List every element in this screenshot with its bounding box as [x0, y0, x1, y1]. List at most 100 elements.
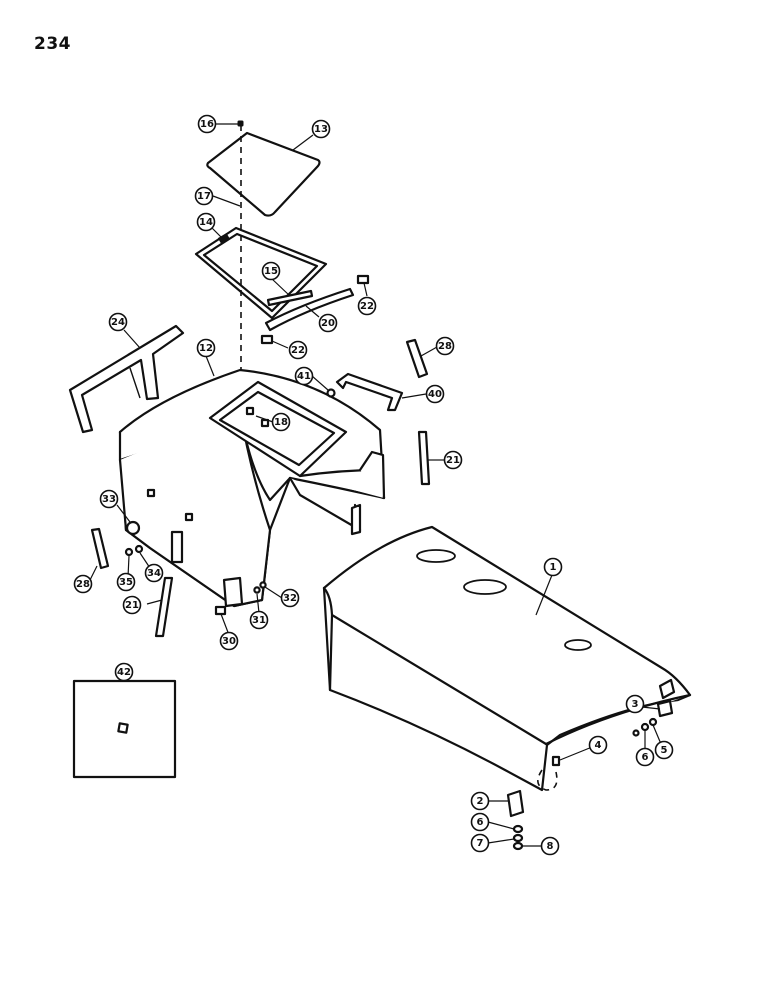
callout-4: 4 [588, 735, 608, 755]
callout-circle [543, 557, 563, 577]
washer-6-upper [640, 722, 650, 732]
hood-cover [322, 525, 692, 792]
callout-label: 28 [76, 579, 90, 590]
callout-30: 30 [219, 631, 239, 651]
callout-circle [311, 119, 331, 139]
cab-shell [118, 368, 386, 608]
callout-label: 5 [661, 745, 668, 756]
callout-label: 17 [197, 191, 211, 202]
callout-circle [144, 563, 164, 583]
callout-6: 6 [470, 812, 490, 832]
bolt-4 [551, 755, 561, 767]
callout-28: 28 [73, 574, 93, 594]
callout-label: 14 [199, 217, 213, 228]
callout-circle [108, 312, 128, 332]
pad-22-upper [356, 274, 370, 285]
trim-21-right [417, 430, 431, 486]
callout-3: 3 [625, 694, 645, 714]
nut-8 [512, 841, 524, 851]
callout-label: 12 [199, 343, 213, 354]
callout-circle [194, 186, 214, 206]
nut-32 [259, 581, 267, 589]
roof-panel [206, 131, 321, 217]
callout-label: 34 [147, 568, 161, 579]
callout-circle [425, 384, 445, 404]
callout-label: 35 [119, 577, 133, 588]
callout-circle [654, 740, 674, 760]
callout-21: 21 [122, 595, 142, 615]
bolt-41 [326, 388, 336, 398]
callout-circle [280, 588, 300, 608]
callout-40: 40 [425, 384, 445, 404]
callout-circle [219, 631, 239, 651]
callout-label: 41 [297, 371, 311, 382]
callout-label: 3 [632, 699, 639, 710]
callout-label: 21 [125, 600, 139, 611]
washer-31 [253, 586, 261, 594]
callout-label: 16 [200, 119, 214, 130]
bracket-3 [656, 699, 674, 718]
callout-label: 13 [314, 124, 328, 135]
lockwasher-7 [512, 833, 524, 843]
callout-label: 28 [438, 341, 452, 352]
callout-label: 6 [642, 752, 649, 763]
trim-28-left [90, 527, 110, 570]
callout-circle [435, 336, 455, 356]
callout-circle [635, 747, 655, 767]
callout-circle [249, 610, 269, 630]
callout-label: 8 [547, 841, 554, 852]
callout-label: 32 [283, 593, 297, 604]
callout-circle [116, 572, 136, 592]
callout-circle [470, 791, 490, 811]
callout-label: 33 [102, 494, 116, 505]
trim-21-left [154, 576, 174, 638]
callout-circle [196, 338, 216, 358]
callout-label: 6 [477, 817, 484, 828]
leader-lines [87, 123, 662, 847]
callout-circle [122, 595, 142, 615]
callout-label: 21 [446, 455, 460, 466]
callout-label: 2 [477, 796, 484, 807]
callout-label: 30 [222, 636, 236, 647]
callout-label: 4 [595, 740, 602, 751]
callout-circle [294, 366, 314, 386]
callout-circle [625, 694, 645, 714]
callout-16: 16 [197, 114, 217, 134]
callout-label: 15 [264, 266, 278, 277]
callout-1: 1 [543, 557, 563, 577]
callout-5: 5 [654, 740, 674, 760]
callout-2: 2 [470, 791, 490, 811]
callout-12: 12 [196, 338, 216, 358]
seal-strip [266, 289, 314, 307]
bolt-30 [214, 605, 227, 616]
callout-label: 42 [117, 667, 131, 678]
callout-circle [197, 114, 217, 134]
callout-7: 7 [470, 833, 490, 853]
callout-label: 1 [550, 562, 557, 573]
callout-42: 42 [114, 662, 134, 682]
callout-label: 22 [360, 301, 374, 312]
callout-34: 34 [144, 563, 164, 583]
callout-32: 32 [280, 588, 300, 608]
callout-17: 17 [194, 186, 214, 206]
callout-21: 21 [443, 450, 463, 470]
callout-circle [318, 313, 338, 333]
callout-label: 22 [291, 345, 305, 356]
washer-35 [124, 547, 134, 557]
callout-label: 31 [252, 615, 266, 626]
fitting-33 [125, 520, 141, 536]
callout-circle [357, 296, 377, 316]
callout-circle [271, 412, 291, 432]
callout-circle [99, 489, 119, 509]
top-bracket [68, 324, 185, 434]
trim-28-right [405, 338, 429, 379]
callout-circle [73, 574, 93, 594]
callout-18: 18 [271, 412, 291, 432]
panel-42 [72, 679, 177, 779]
callout-15: 15 [261, 261, 281, 281]
page-number: 234 [34, 34, 71, 54]
nut-5 [648, 717, 658, 727]
pad-22-lower [260, 334, 274, 345]
callout-circle [588, 735, 608, 755]
